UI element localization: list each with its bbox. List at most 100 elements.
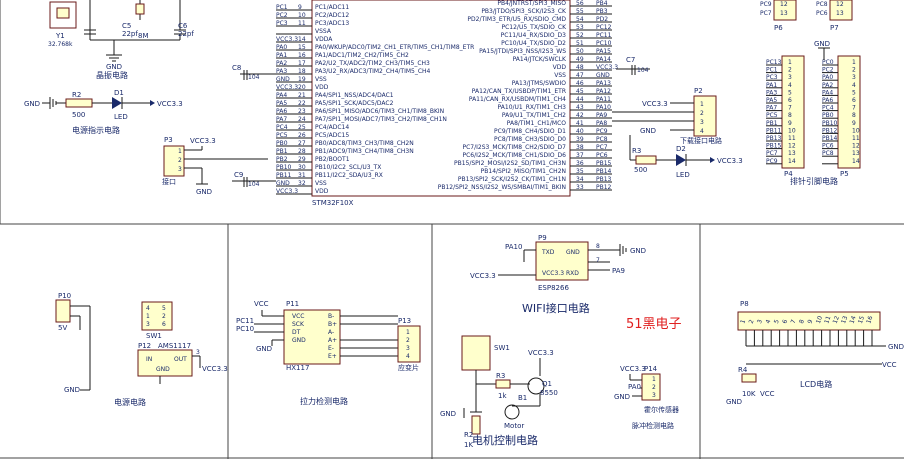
pi-gnd: GND bbox=[24, 100, 40, 108]
svg-text:PC7: PC7 bbox=[760, 10, 772, 17]
hall-label2: 脉冲检测电路 bbox=[632, 421, 674, 430]
mcu-pin-function: PA12/CAN_TX/USBDP/TIM1_ETR bbox=[472, 88, 566, 95]
ams1117: AMS1117 bbox=[158, 342, 191, 350]
mcu-net-label: PC5 bbox=[276, 132, 288, 139]
svg-text:B-: B- bbox=[328, 313, 334, 320]
decoupling-caps: C8 104 C9 104 C7 104 bbox=[232, 56, 650, 188]
p4-pin: 5 bbox=[788, 89, 792, 96]
mcu-pin-number: 11 bbox=[298, 20, 306, 27]
mcu-name: STM32F10X bbox=[312, 199, 354, 207]
mcu-pin-function: PA1/ADC1/TIM2_CH2/TIM5_CH2 bbox=[315, 52, 409, 59]
p4-pin: 10 bbox=[788, 127, 796, 134]
mcu-pin-number: 47 bbox=[576, 72, 584, 79]
wifi-vcc: VCC3.3 bbox=[470, 272, 496, 280]
r3-motor: R3 bbox=[496, 372, 505, 380]
p5-pin: 8 bbox=[852, 112, 856, 119]
q1-val: 8550 bbox=[540, 389, 558, 397]
mcu-pin-function: PA13/JTMS/SWDIO bbox=[512, 80, 567, 87]
lcd-pin-number: 4 bbox=[765, 319, 773, 325]
mcu-net-label: PA5 bbox=[276, 100, 287, 107]
svg-text:2: 2 bbox=[700, 110, 704, 117]
hall-gnd: GND bbox=[614, 393, 630, 401]
p5-net: PA4 bbox=[822, 89, 833, 96]
mcu-pin-function: PA10/U1_RX/TIM1_CH3 bbox=[498, 104, 567, 111]
mcu-pin-function: PA11/CAN_RX/USBDM/TIM1_CH4 bbox=[469, 96, 566, 103]
mcu-pin-number: 24 bbox=[298, 116, 306, 123]
mcu-net-label: PC8 bbox=[596, 136, 608, 143]
svg-text:8: 8 bbox=[596, 243, 600, 250]
mcu-net-label: VCC3.3 bbox=[276, 84, 298, 91]
d2-val: LED bbox=[676, 171, 690, 179]
power-gnd: GND bbox=[64, 386, 80, 394]
svg-text:13: 13 bbox=[836, 10, 844, 17]
mcu-pin-function: PA14/JTCK/SWCLK bbox=[513, 56, 567, 63]
p4-net: PB11 bbox=[766, 127, 782, 134]
p5-pin: 11 bbox=[852, 135, 860, 142]
mcu-net-label: GND bbox=[276, 76, 290, 83]
mcu-pin-function: PC11/U4_RX/SDIO_D3 bbox=[501, 32, 567, 39]
mcu-pin-function: PA9/U1_TX/TIM1_CH2 bbox=[502, 112, 566, 119]
header-label: 排针引脚电路 bbox=[790, 176, 838, 186]
mcu-pin-number: 39 bbox=[576, 136, 584, 143]
svg-text:IN: IN bbox=[146, 356, 152, 363]
r2-ref: R2 bbox=[72, 91, 81, 99]
mcu-pin-function: PC8/TIM8_CH3/SDIO_D0 bbox=[494, 136, 566, 143]
svg-text:E-: E- bbox=[328, 345, 334, 352]
svg-text:VCC3.3: VCC3.3 bbox=[542, 270, 564, 277]
mcu-pin-function: PC12/U5_TX/SDIO_CK bbox=[501, 24, 567, 31]
mcu-pin-number: 49 bbox=[576, 56, 584, 63]
c9-ref: C9 bbox=[234, 171, 243, 179]
hall-label1: 霍尔传感器 bbox=[644, 405, 679, 414]
p4-pin: 13 bbox=[788, 150, 796, 157]
p5-pin: 7 bbox=[852, 105, 856, 112]
p4-net: PC1 bbox=[766, 67, 778, 74]
svg-text:GND: GND bbox=[292, 337, 306, 344]
svg-text:3: 3 bbox=[196, 349, 200, 356]
p5-net: PB10 bbox=[822, 120, 838, 127]
mcu-net-label: GND bbox=[276, 180, 290, 187]
svg-text:PC6: PC6 bbox=[816, 10, 828, 17]
svg-text:PA0: PA0 bbox=[628, 383, 641, 391]
svg-text:5: 5 bbox=[162, 305, 166, 312]
y1-ref: Y1 bbox=[55, 32, 65, 40]
p9-ref: P9 bbox=[538, 234, 547, 242]
mcu-pin-function: PA6/SPI1_MISO/ADC6/TIM3_CH1/TIM8_BKIN bbox=[315, 108, 444, 115]
mcu-net-label: PA15 bbox=[596, 48, 611, 55]
svg-text:PA10: PA10 bbox=[505, 243, 522, 251]
mcu-pin-function: PC7/I2S3_MCK/TIM8_CH2/SDIO_D7 bbox=[462, 144, 566, 151]
svg-text:7: 7 bbox=[596, 257, 600, 264]
mcu-pin-number: 10 bbox=[298, 12, 306, 19]
p5-net: PC6 bbox=[822, 143, 834, 150]
mcu-pin-function: VSS bbox=[554, 72, 566, 79]
p3-label: 接口 bbox=[162, 177, 176, 186]
p2-ref: P2 bbox=[694, 87, 703, 95]
mcu-pin-number: 46 bbox=[576, 80, 584, 87]
svg-text:RXD: RXD bbox=[566, 270, 579, 277]
p5-ref: P5 bbox=[840, 170, 849, 178]
svg-text:1: 1 bbox=[652, 376, 656, 383]
p5-net: PB14 bbox=[822, 135, 838, 142]
mcu-pin-number: 36 bbox=[576, 160, 584, 167]
lcd-pin-number: 12 bbox=[832, 315, 841, 325]
svg-text:VCC: VCC bbox=[292, 313, 304, 320]
svg-text:B+: B+ bbox=[328, 321, 337, 328]
p10-val: 5V bbox=[58, 324, 67, 332]
mcu-net-label: PA9 bbox=[596, 112, 607, 119]
mcu-pin-number: 32 bbox=[298, 180, 306, 187]
lcd-pin-number: 8 bbox=[798, 319, 806, 325]
p4-net: PB1 bbox=[766, 120, 778, 127]
lcd-pin-number: 10 bbox=[815, 315, 824, 325]
svg-text:1: 1 bbox=[146, 313, 150, 320]
power-supply-circuit: P10 5V 4 5 1 2 3 6 SW1 P12 AMS1117 IN OU… bbox=[55, 292, 228, 407]
mcu-pin-function: PB12/SPI2_NSS/I2S2_WS/SMBAI/TIM1_BKIN bbox=[438, 184, 566, 191]
mcu-pin-function: PC2/ADC12 bbox=[315, 12, 349, 19]
svg-text:3: 3 bbox=[178, 166, 182, 173]
motor-sw: SW1 bbox=[494, 344, 510, 352]
mcu-pin-number: 17 bbox=[298, 60, 306, 67]
p4-net: PC5 bbox=[766, 112, 778, 119]
motor-gnd: GND bbox=[440, 410, 456, 418]
esp8266: ESP8266 bbox=[538, 284, 569, 292]
mcu-pin-number: 16 bbox=[298, 52, 306, 59]
